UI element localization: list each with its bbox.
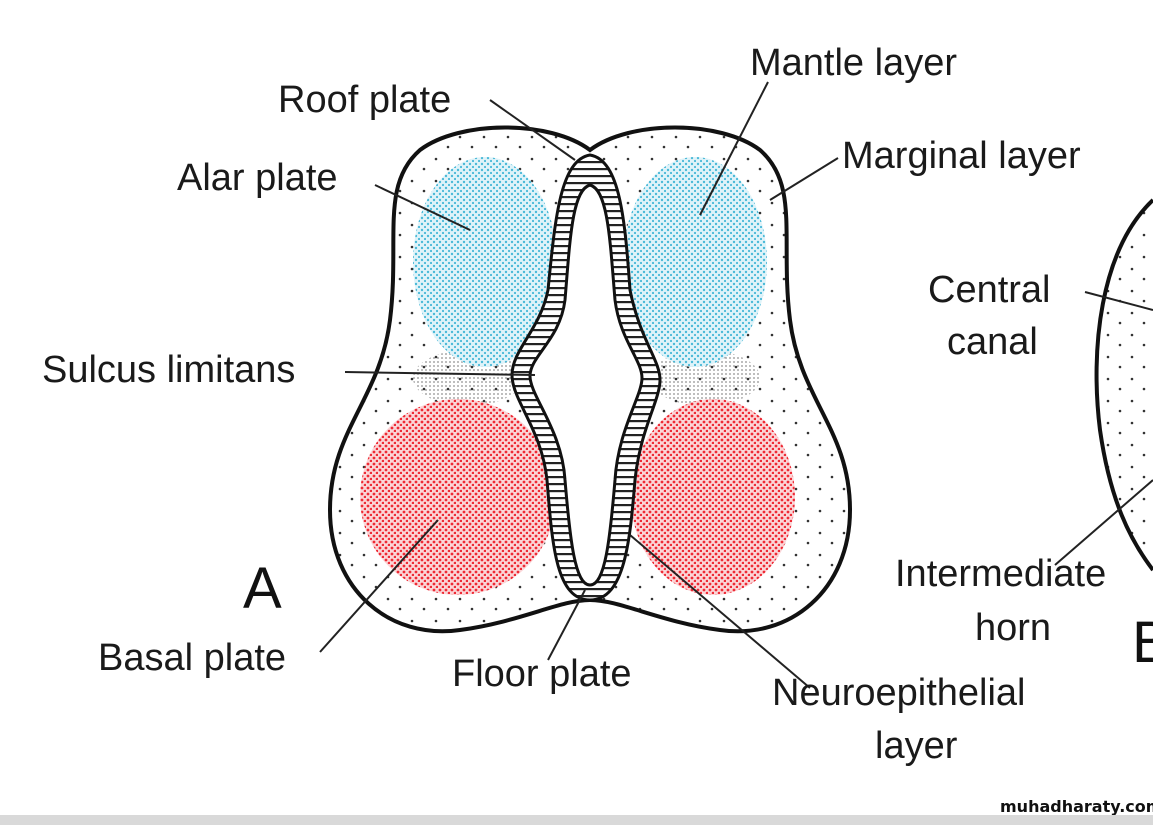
- label-marginal-layer: Marginal layer: [842, 135, 1081, 177]
- watermark: muhadharaty.com: [1000, 797, 1153, 816]
- sulcus-zone-right: [650, 350, 760, 406]
- leader-lines: [319, 81, 1153, 689]
- label-neuroepithelial-layer-2: layer: [875, 725, 958, 767]
- basal-plate-left: [360, 399, 556, 595]
- panel-a-label: A: [243, 556, 282, 621]
- alar-plate-left: [413, 157, 557, 367]
- label-alar-plate: Alar plate: [177, 157, 338, 199]
- central-canal: [528, 183, 644, 587]
- label-sulcus-limitans: Sulcus limitans: [42, 349, 295, 391]
- bottom-bar: [0, 815, 1153, 825]
- panel-b-outline: [1094, 198, 1153, 572]
- label-roof-plate: Roof plate: [278, 79, 451, 121]
- label-central-canal-2: canal: [947, 321, 1038, 363]
- label-intermediate-horn: Intermediate: [895, 553, 1106, 595]
- panel-b-label: B: [1132, 610, 1153, 675]
- label-intermediate-horn-2: horn: [975, 607, 1051, 649]
- alar-plate-right: [623, 157, 767, 367]
- label-basal-plate: Basal plate: [98, 637, 286, 679]
- label-neuroepithelial-layer: Neuroepithelial: [772, 672, 1026, 714]
- basal-plate-right: [631, 399, 795, 595]
- label-central-canal: Central: [928, 269, 1051, 311]
- label-mantle-layer: Mantle layer: [750, 42, 957, 84]
- label-floor-plate: Floor plate: [452, 653, 632, 695]
